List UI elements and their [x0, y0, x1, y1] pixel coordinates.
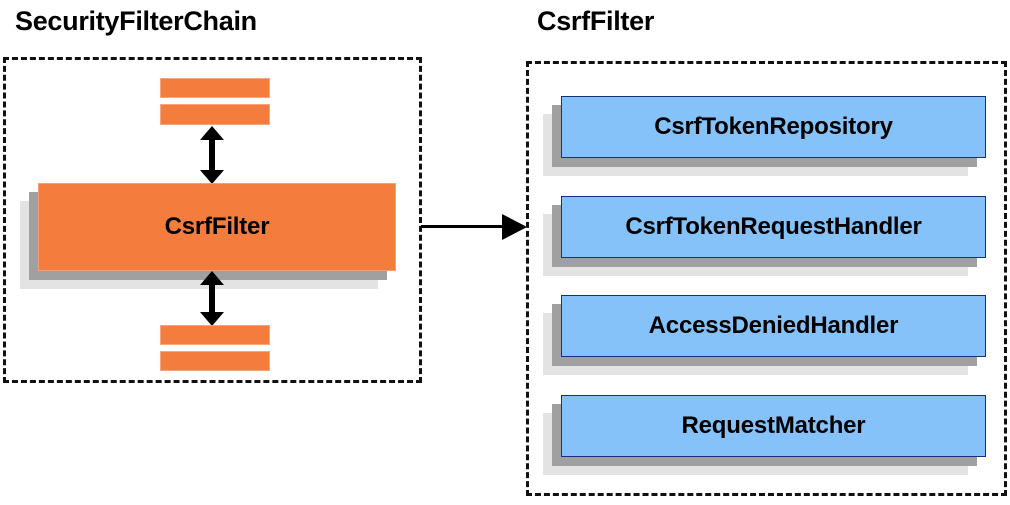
arrow-head-up-icon — [200, 126, 224, 140]
node-label: RequestMatcher — [561, 395, 986, 457]
arrow-shaft — [209, 138, 215, 172]
arrow-shaft — [209, 283, 215, 314]
arrow-head-down-icon — [200, 312, 224, 326]
filter-bar-bottom-1 — [160, 325, 270, 345]
node-csrf-token-request-handler[interactable]: CsrfTokenRequestHandler — [543, 196, 986, 276]
node-csrf-token-repository[interactable]: CsrfTokenRepository — [543, 96, 986, 176]
page-title-security-filter-chain: SecurityFilterChain — [15, 6, 257, 36]
node-access-denied-handler[interactable]: AccessDeniedHandler — [543, 295, 986, 375]
panel-security-filter-chain — [3, 57, 422, 383]
node-label: CsrfTokenRequestHandler — [561, 196, 986, 258]
filter-bar-top-1 — [160, 78, 270, 98]
node-label: AccessDeniedHandler — [561, 295, 986, 357]
node-csrf-filter[interactable]: CsrfFilter — [20, 183, 396, 289]
node-label: CsrfTokenRepository — [561, 96, 986, 158]
page-title-csrf-filter: CsrfFilter — [537, 6, 655, 36]
chain-arrow-upper — [197, 126, 227, 184]
arrow-shaft — [421, 225, 509, 228]
panel-csrf-filter-detail — [526, 61, 1007, 496]
arrow-head-down-icon — [200, 170, 224, 184]
arrow-head-up-icon — [200, 271, 224, 285]
arrow-head-right-icon — [502, 214, 527, 240]
filter-bar-top-2 — [160, 104, 270, 125]
node-request-matcher[interactable]: RequestMatcher — [543, 395, 986, 475]
chain-arrow-lower — [197, 271, 227, 326]
node-label: CsrfFilter — [38, 183, 396, 271]
csrf-filter-expand-arrow — [421, 214, 527, 240]
filter-bar-bottom-2 — [160, 351, 270, 371]
